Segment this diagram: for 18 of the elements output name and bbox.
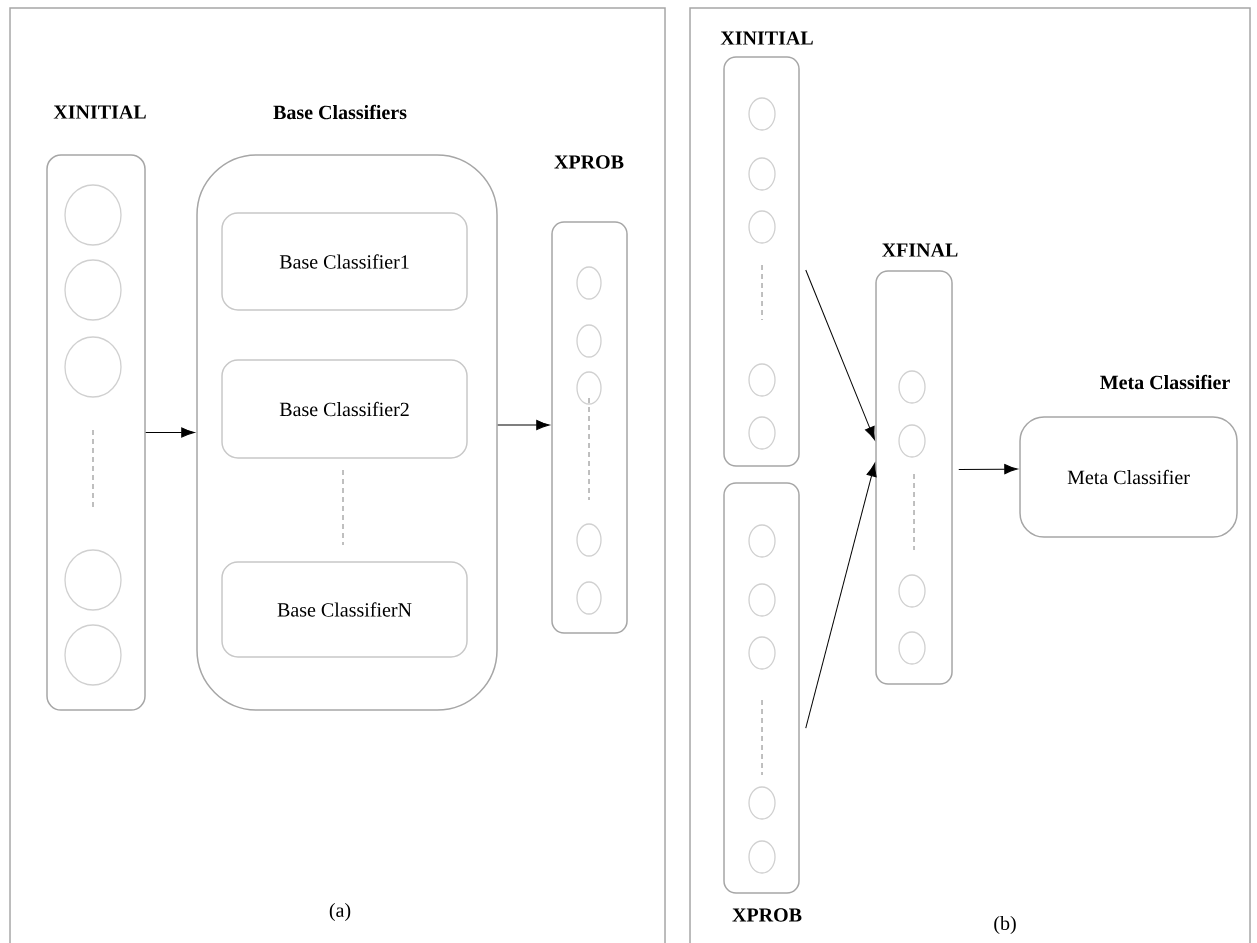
panel-label: (b) <box>994 915 1016 935</box>
arrow <box>497 419 550 431</box>
arrow <box>805 463 877 729</box>
layer-heading: Meta Classifier <box>1100 374 1230 390</box>
classifier-box: Meta Classifier <box>1019 416 1238 538</box>
arrow <box>805 269 875 441</box>
layer-heading: XINITIAL <box>53 105 146 119</box>
arrow <box>145 427 195 438</box>
classifier-box: Base Classifier1 <box>221 212 468 311</box>
layer-heading: XFINAL <box>882 243 958 257</box>
layer-heading: XPROB <box>554 155 624 169</box>
arrow <box>958 464 1018 475</box>
classifier-box: Base ClassifierN <box>221 561 468 658</box>
layer-heading: XINITIAL <box>720 31 813 45</box>
layer-heading: XPROB <box>732 908 802 922</box>
panel-label: (a) <box>329 902 351 922</box>
layer-heading: Base Classifiers <box>273 104 407 120</box>
classifier-box: Base Classifier2 <box>221 359 468 459</box>
